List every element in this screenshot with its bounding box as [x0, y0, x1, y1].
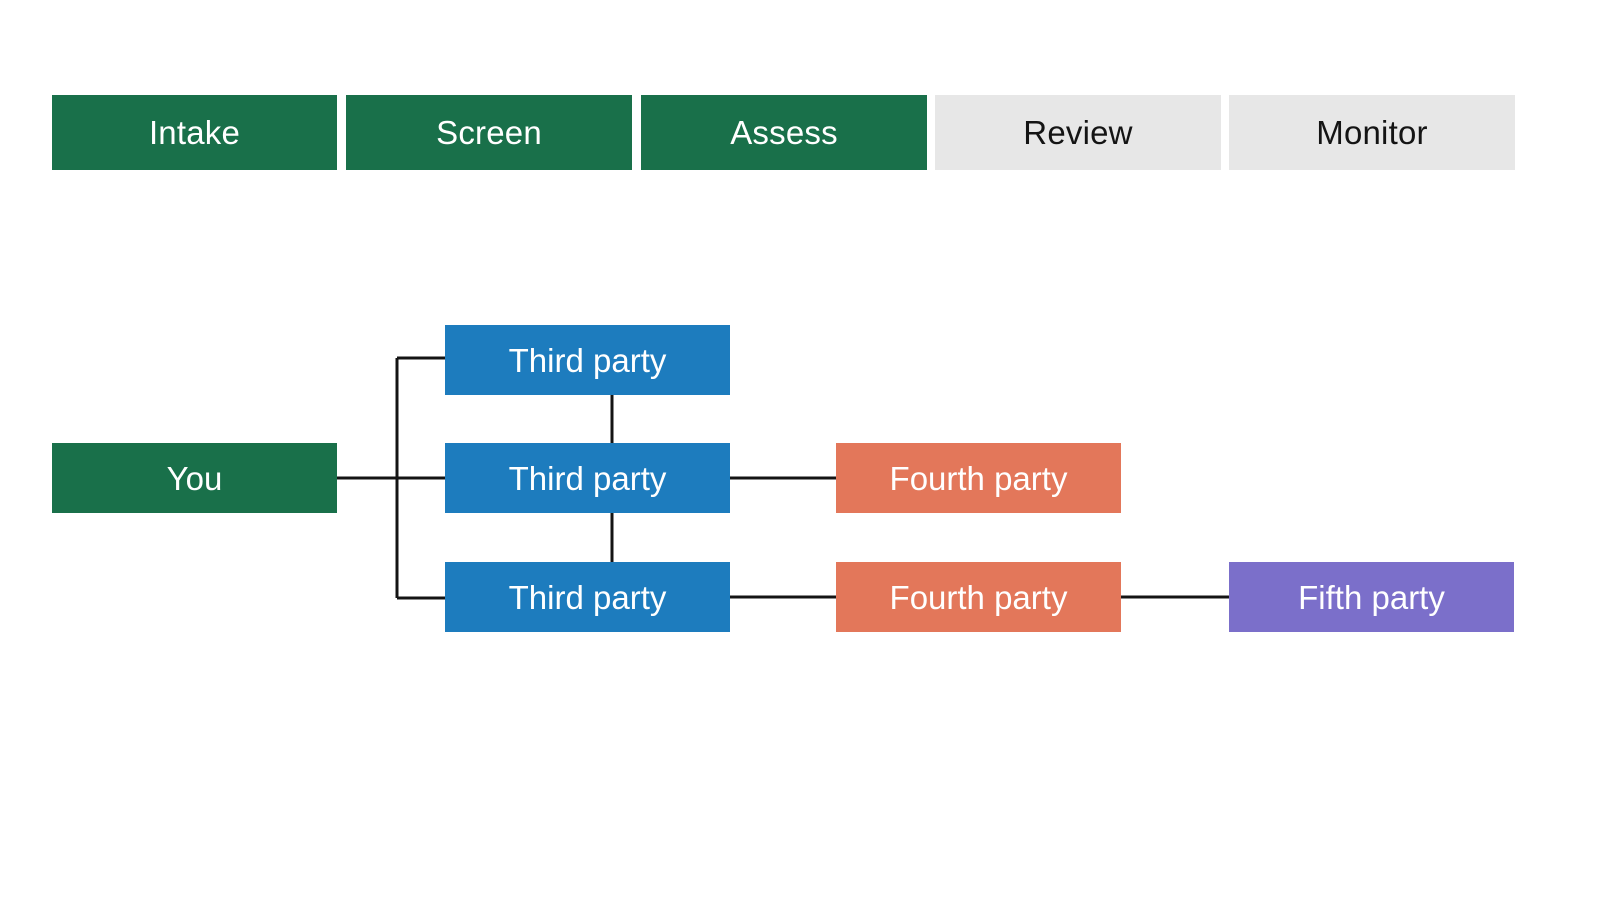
stage-label: Assess [730, 114, 838, 151]
stage-label: Intake [148, 114, 241, 151]
stage-item-assess[interactable]: Assess [641, 95, 927, 170]
node-label: Fourth party [889, 578, 1068, 616]
node-label: Third party [508, 459, 667, 497]
node-you[interactable]: You [52, 443, 337, 513]
node-fourth-party-1[interactable]: Fourth party [836, 443, 1121, 513]
node-third-party-1[interactable]: Third party [445, 325, 730, 395]
node-label: You [166, 459, 223, 497]
node-fourth-party-2[interactable]: Fourth party [836, 562, 1121, 632]
node-label: Fourth party [889, 459, 1068, 497]
stage-label: Review [1023, 114, 1133, 151]
node-label: Fifth party [1298, 578, 1445, 616]
stage-item-intake[interactable]: Intake [52, 95, 337, 170]
stage-item-review[interactable]: Review [935, 95, 1221, 170]
stage-item-monitor[interactable]: Monitor [1229, 95, 1515, 170]
node-third-party-3[interactable]: Third party [445, 562, 730, 632]
node-third-party-2[interactable]: Third party [445, 443, 730, 513]
stage-label: Screen [436, 114, 542, 151]
stage-item-screen[interactable]: Screen [346, 95, 632, 170]
node-fifth-party-1[interactable]: Fifth party [1229, 562, 1514, 632]
node-label: Third party [508, 341, 667, 379]
stage-label: Monitor [1316, 114, 1428, 151]
node-label: Third party [508, 578, 667, 616]
